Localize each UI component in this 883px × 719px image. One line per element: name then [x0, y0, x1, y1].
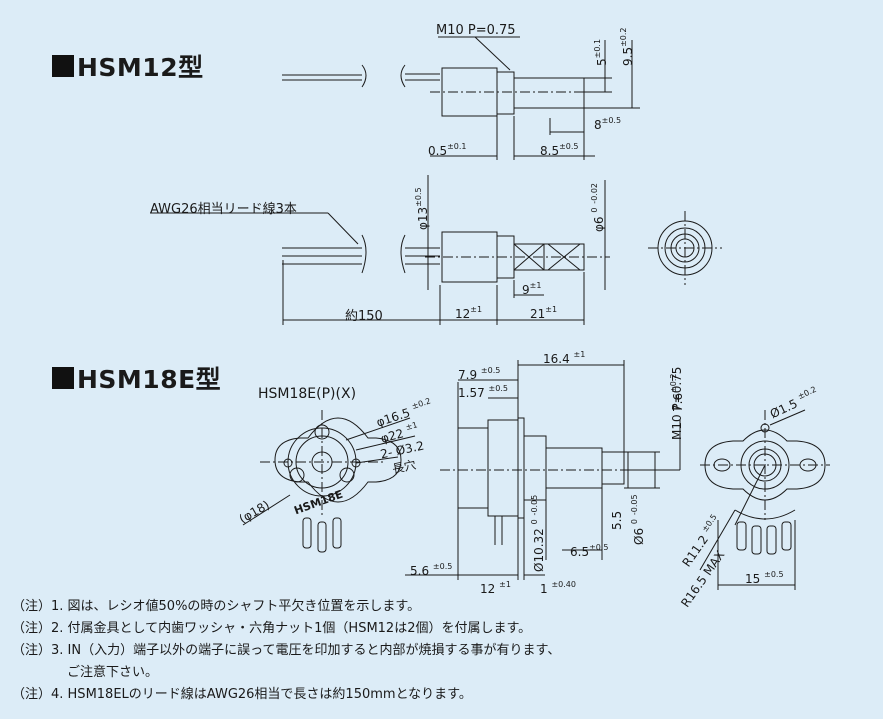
note-3: （注）3. IN（入力）端子以外の端子に誤って電圧を印加すると内部が焼損する事が…	[12, 643, 561, 658]
hsm12-wire-label: AWG26相当リード線3本	[150, 202, 297, 217]
hsm12-title: HSM12型	[77, 53, 204, 82]
hsm18e-dim-16-4: 16.4 ±1	[543, 350, 586, 366]
hsm18e-dim-1: 1 ±0.40	[540, 580, 576, 596]
hsm18e-dim-5-5: 5.5	[610, 510, 624, 530]
hsm18e-heading: HSM18E型	[52, 360, 221, 396]
hsm12-top-view	[150, 175, 610, 325]
hsm18e-dim-15: 15 ±0.5	[745, 570, 784, 586]
heading-square-icon	[52, 55, 74, 77]
note-4: （注）4. HSM18ELのリード線はAWG26相当で長さは約150mmとなりま…	[12, 687, 472, 702]
hsm12-dim-phi13: φ13±0.5	[414, 187, 430, 230]
hsm18e-dim-6-5: 6.5±0.5	[570, 543, 609, 559]
note-2: （注）2. 付属金具として内歯ワッシャ・六角ナット1個（HSM12は2個）を付属…	[12, 621, 532, 636]
hsm18e-dim-5-6: 5.6 ±0.5	[410, 562, 453, 578]
hsm12-dim-approx150: 約150	[345, 309, 383, 324]
hsm12-dim-8-5: 8.5±0.5	[540, 142, 579, 158]
hsm18e-dim-phi10-32: Ø10.32 0 -0.05	[530, 494, 546, 572]
hsm12-dim-phi6: φ6 0 -0.02	[590, 182, 606, 232]
hsm12-dim-8: 8±0.5	[594, 116, 622, 132]
hsm12-dim-21: 21±1	[530, 305, 558, 321]
hsm12-dim-5: 5±0.1	[593, 38, 609, 66]
hsm18e-dim-phi6: Ø6 0 -0.05	[630, 494, 646, 545]
hsm12-dim-9-5: 9.5±0.2	[619, 27, 635, 66]
hsm18e-title: HSM18E型	[77, 365, 222, 394]
hsm12-dim-12: 12±1	[455, 305, 483, 321]
hsm18e-dim-1-57: 1.57 ±0.5	[458, 384, 508, 400]
hsm18e-rear-view	[699, 409, 830, 590]
hsm18e-side-view	[405, 360, 681, 580]
hsm12-dim-9: 9±1	[522, 281, 542, 297]
hsm18e-dim-7-6: 7.6±0.2	[669, 373, 685, 412]
hsm18e-dim-12: 12 ±1	[480, 580, 511, 596]
notes: （注）1. 図は、レシオ値50%の時のシャフト平欠き位置を示します。 （注）2.…	[12, 596, 872, 706]
hsm18e-subtitle: HSM18E(P)(X)	[258, 386, 357, 402]
hsm12-thread-label: M10 P=0.75	[436, 23, 516, 38]
hsm18e-dim-7-9: 7.9 ±0.5	[458, 366, 501, 382]
note-1: （注）1. 図は、レシオ値50%の時のシャフト平欠き位置を示します。	[12, 599, 421, 614]
hsm12-side-view	[282, 36, 640, 160]
heading-square-icon	[52, 367, 74, 389]
hsm12-dim-0-5: 0.5±0.1	[428, 142, 467, 158]
hsm12-front-view	[648, 211, 722, 285]
note-3-continuation: ご注意下さい。	[67, 665, 159, 680]
hsm18e-front-view	[242, 410, 416, 553]
hsm12-heading: HSM12型	[52, 48, 204, 84]
